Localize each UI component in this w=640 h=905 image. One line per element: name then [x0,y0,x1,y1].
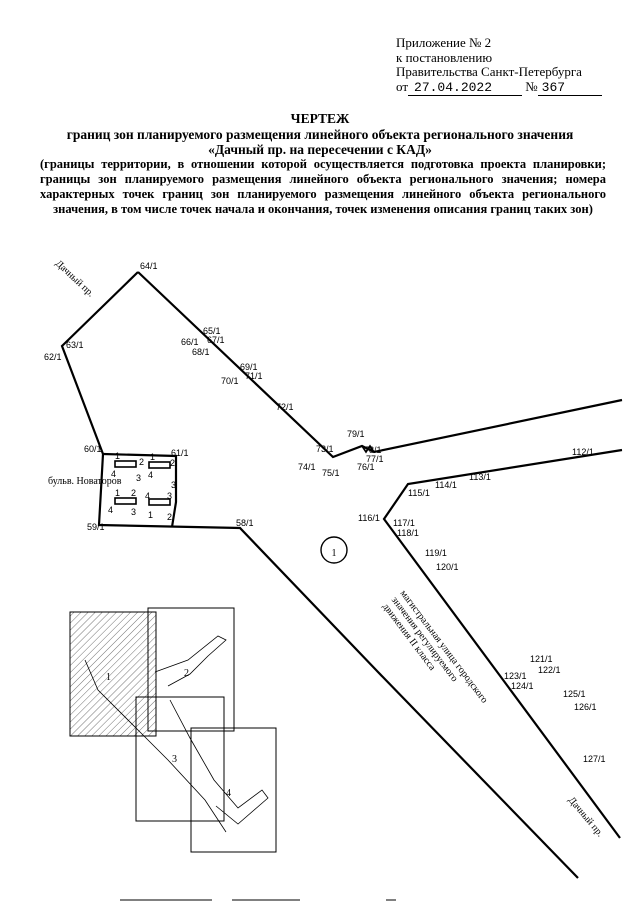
street-label-dachny-top: Дачный пр. [53,258,96,299]
point-label: 123/1 [504,671,527,681]
point-label: 66/1 [181,337,199,347]
point-label: 116/1 [358,513,380,523]
stop-rect [148,498,171,506]
stop-digit: 1 [150,452,155,462]
stop-digits: 1 2 1 2 4 3 4 3 1 2 4 3 4 3 1 2 [108,451,176,522]
stop-digit: 3 [167,491,172,501]
index-sheet-1 [69,611,157,737]
drawing-title: ЧЕРТЕЖ [290,111,350,126]
point-label: 67/1 [207,335,225,345]
stop-digit: 2 [139,457,144,467]
point-label: 73/1 [316,444,334,454]
annex-line1: Приложение № 2 [396,35,492,50]
stop-digit: 4 [145,491,150,501]
index-sheet-3 [135,696,225,822]
point-labels: 64/1 63/1 62/1 65/1 66/1 67/1 68/1 69/1 … [44,261,606,764]
point-label: 127/1 [583,754,606,764]
point-label: 60/1 [84,444,102,454]
point-label: 77/1 [366,454,384,464]
boundary-east-lower [382,448,623,839]
boundary-notch [361,444,375,454]
index-sheet-label: 3 [172,754,177,765]
number-prefix: № [525,78,538,94]
point-label: 65/1 [203,326,221,336]
stop-digit: 2 [131,488,136,498]
index-map: 1 2 3 4 [69,607,277,853]
street-label-novatorov: бульв. Новаторов [48,476,122,487]
drawing-description: (границы территории, в отношении которой… [40,157,606,216]
stop-digit: 2 [170,458,175,468]
annex-block: Приложение № 2 к постановлению Правитель… [396,35,602,96]
stop-digit: 3 [136,473,141,483]
stop-digit: 4 [148,470,153,480]
point-label: 59/1 [87,522,105,532]
stop-digit: 2 [167,512,172,522]
street-label-dachny-bottom: Дачный пр. [566,795,606,839]
annex-date: 27.04.2022 [408,80,523,96]
stop-digit: 4 [111,469,116,479]
point-label: 70/1 [221,376,239,386]
zone-number: 1 [332,548,337,559]
index-sheet-label: 4 [226,788,231,799]
point-label: 125/1 [563,689,586,699]
index-road-outline [154,635,227,687]
stop-rect [114,497,137,505]
point-label: 62/1 [44,352,62,362]
stop-digit: 1 [115,488,120,498]
drawing-subtitle-2: «Дачный пр. на пересечении с КАД» [208,142,432,157]
index-sheet-1-hatch [70,612,156,736]
point-label: 72/1 [276,402,294,412]
point-label: 113/1 [469,472,491,482]
drawing-subtitle-1: границ зон планируемого размещения линей… [66,127,574,142]
point-label: 75/1 [322,468,340,478]
point-label: 58/1 [236,518,254,528]
point-label: 69/1 [240,362,258,372]
point-label: 117/1 [393,518,415,528]
point-label: 68/1 [192,347,210,357]
point-label: 79/1 [347,429,365,439]
boundary-upper-diagonal [137,271,623,459]
zone-circle [320,536,348,564]
point-label: 118/1 [397,528,419,538]
point-label: 74/1 [298,462,316,472]
stop-rect [114,460,137,468]
point-label: 114/1 [435,480,457,490]
point-label: 71/1 [245,371,263,381]
boundary-upper-left [60,271,579,879]
index-sheet-label: 2 [184,668,189,679]
stop-digit: 4 [108,505,113,515]
annex-line2: к постановлению [396,49,493,65]
stop-rect [148,461,171,469]
point-label: 115/1 [408,488,430,498]
point-label: 64/1 [140,261,158,271]
point-label: 78/1 [364,445,382,455]
stop-digit: 3 [171,480,176,490]
point-label: 119/1 [425,548,447,558]
street-label-road-class: магистральная улица городскогозначения р… [380,588,490,719]
index-road-outline [84,659,227,833]
index-road-outline [169,699,269,825]
index-sheet-label: 1 [106,672,111,683]
point-label: 121/1 [530,654,553,664]
annex-number: 367 [537,80,602,96]
point-label: 122/1 [538,665,561,675]
stop-digit: 1 [148,510,153,520]
index-sheet-4 [190,727,277,853]
date-prefix: от [396,78,409,94]
point-label: 112/1 [572,447,594,457]
annex-line3: Правительства Санкт-Петербурга [396,64,582,79]
road-class-text: магистральная улица городскогозначения р… [380,588,490,719]
point-label: 126/1 [574,702,597,712]
stop-digit: 3 [131,507,136,517]
point-label: 120/1 [436,562,459,572]
point-label: 124/1 [511,681,534,691]
point-label: 76/1 [357,462,375,472]
point-label: 61/1 [171,448,189,458]
stop-block [102,452,178,528]
stop-digit: 1 [115,451,120,461]
point-label: 63/1 [66,340,84,350]
